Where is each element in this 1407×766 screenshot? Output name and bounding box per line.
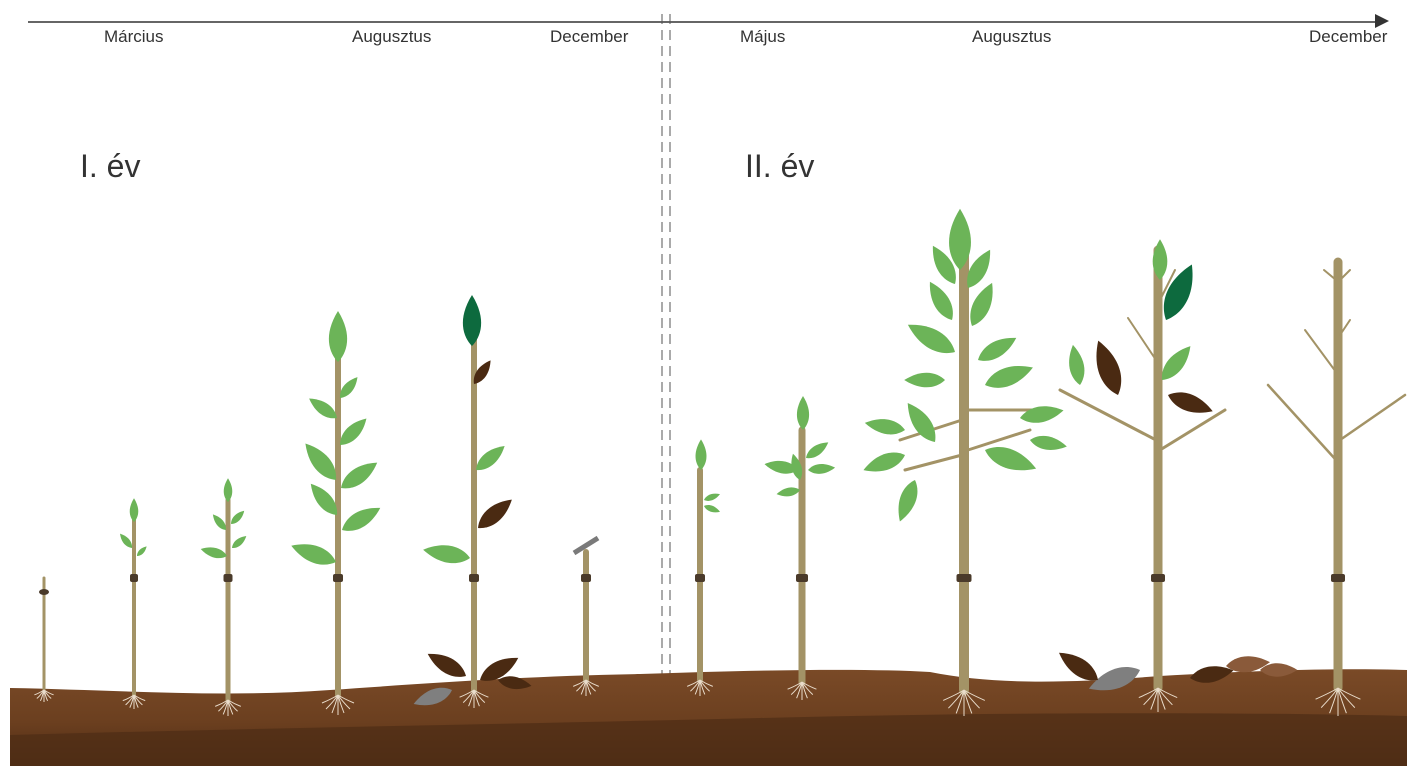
leaf [1165,387,1216,419]
graft-tie-band [39,589,49,595]
soil [10,669,1407,766]
year-label-2: II. év [745,148,814,184]
leaf [903,316,960,360]
plant-stage-3 [199,478,248,716]
month-label-augusztus-2: Augusztus [972,27,1051,46]
leaf [776,486,801,499]
leaf [1019,403,1065,426]
graft-tie-band [796,574,808,582]
leaf [1066,344,1087,387]
branch [1268,385,1336,460]
leaf [288,538,339,570]
leaf [864,416,907,437]
graft-tie-band [224,574,233,582]
leaf [892,477,922,524]
graft-tie-band [1151,574,1165,582]
branch [1060,390,1156,440]
year-divider-line [662,14,670,766]
leaf [1029,433,1068,453]
leaf [901,398,942,447]
plant-year2-stage-3 [861,209,1068,716]
month-label-december-1: December [550,27,629,46]
leaf [336,456,381,494]
timeline-arrow-icon [1375,14,1389,28]
branch [1340,395,1405,440]
plants-layer [34,209,1405,716]
plant-stage-2 [117,498,148,709]
leaf [472,441,509,475]
leaf [974,331,1020,367]
graft-tie-band [695,574,705,582]
graft-tie-band [469,574,479,582]
leaf [797,396,809,430]
leaf [135,545,148,558]
timeline: Március Augusztus December Május Auguszt… [28,14,1389,46]
leaf [703,491,721,503]
leaf [982,359,1036,394]
plant-stage-4 [288,311,384,715]
plant-stage-6 [573,538,599,696]
plant-stage-5 [411,295,532,711]
leaf [338,501,384,537]
branch [1160,410,1225,450]
leaf [463,295,481,346]
leaf [424,647,470,683]
plant-year2-stage-2 [763,396,835,700]
leaf [329,311,347,362]
plant-stage-1 [34,578,53,702]
graft-tie-band [333,574,343,582]
graft-tie-band [957,574,972,582]
month-label-augusztus-1: Augusztus [352,27,431,46]
leaf [230,533,249,550]
branch [1128,318,1156,360]
month-label-december-2: December [1309,27,1388,46]
year-label-1: I. év [80,148,140,184]
graft-tie-band [130,574,138,582]
leaf [808,463,836,475]
graft-tie-band [581,574,591,582]
leaf [1089,337,1128,398]
branch [905,455,962,470]
leaf [117,532,134,551]
plant-year2-stage-1 [687,439,721,696]
month-label-majus: Május [740,27,785,46]
leaf [861,448,908,478]
plant-year2-stage-5 [1268,262,1405,716]
leaf [803,438,831,462]
leaf [229,508,247,526]
leaf [130,498,139,522]
branch [1305,330,1336,372]
graft-tie-band [1331,574,1345,582]
leaf [904,373,945,388]
month-label-marcius: Március [104,27,164,46]
leaf [422,541,472,566]
leaf [696,439,707,470]
leaf [982,441,1040,478]
plant-year2-stage-4 [1054,239,1297,712]
leaf [199,544,228,560]
leaf [703,503,721,515]
leaf [224,478,233,502]
leaf [473,494,517,535]
leaf [923,278,959,324]
